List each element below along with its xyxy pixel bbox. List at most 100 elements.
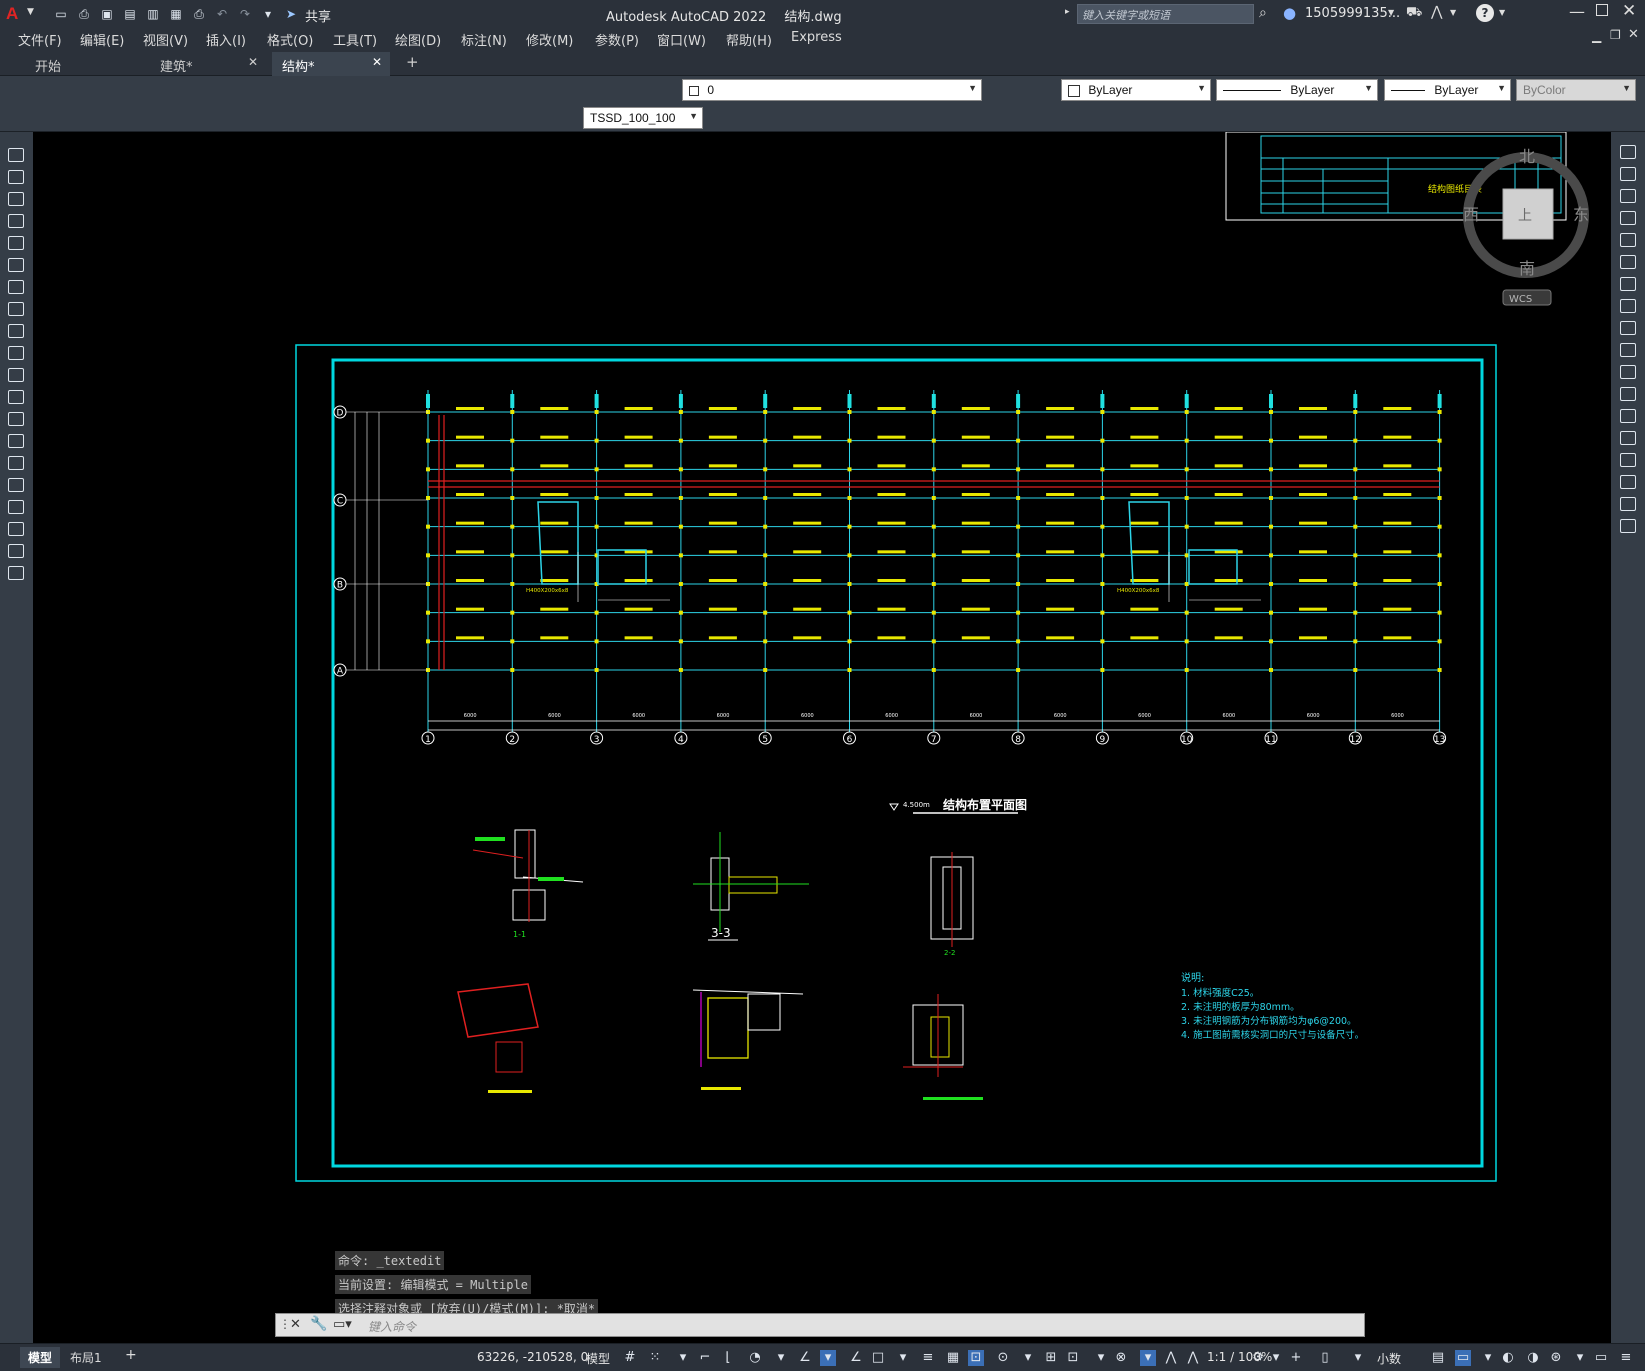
menu-window[interactable]: 窗口(W) [657, 34, 706, 49]
status-toggle-icon-7[interactable]: ▾ [777, 1350, 785, 1365]
left-draw-tool-icon-11[interactable] [8, 368, 24, 382]
coordinates-readout[interactable]: 63226, -210528, 0 [477, 1350, 589, 1364]
minimize-button[interactable]: — [1569, 2, 1585, 21]
status-toggle-icon-18[interactable]: ⊞ [1045, 1350, 1057, 1365]
layer-dropdown[interactable]: 0 ▼ [682, 79, 982, 101]
left-draw-tool-icon-17[interactable] [8, 500, 24, 514]
status-toggle-icon-20[interactable]: ▾ [1097, 1350, 1105, 1365]
status-toggle-icon-5[interactable]: ⌊ [725, 1350, 731, 1365]
status-toggle-icon-14[interactable]: ▦ [946, 1350, 960, 1365]
doc-close-button[interactable]: ✕ [1628, 27, 1639, 42]
status-toggle-icon-23[interactable]: ⋀ [1165, 1350, 1177, 1365]
save-web-icon[interactable]: ▦ [170, 7, 182, 21]
menu-edit[interactable]: 编辑(E) [80, 34, 125, 49]
autodesk-app-icon[interactable]: ⋀ [1431, 4, 1443, 20]
viewcube-north[interactable]: 北 [1519, 147, 1535, 166]
new-file-icon[interactable]: ▭ [55, 7, 67, 21]
menu-express[interactable]: Express [791, 30, 842, 45]
viewcube-east[interactable]: 东 [1573, 205, 1589, 224]
status-toggle-icon-13[interactable]: ≡ [922, 1350, 934, 1365]
status-toggle-icon-19[interactable]: ⊡ [1067, 1350, 1079, 1365]
status-toggle-icon-37[interactable]: ▭ [1594, 1350, 1608, 1365]
status-toggle-icon-1[interactable]: # [624, 1350, 636, 1365]
status-toggle-icon-28[interactable]: ▯ [1321, 1350, 1329, 1365]
left-draw-tool-icon-10[interactable] [8, 346, 24, 360]
right-modify-tool-icon-12[interactable] [1620, 387, 1636, 401]
undo-icon[interactable]: ↶ [216, 7, 228, 21]
menu-file[interactable]: 文件(F) [18, 34, 62, 49]
command-recent-icon[interactable]: ▭▾ [333, 1317, 352, 1332]
status-toggle-icon-27[interactable]: + [1290, 1350, 1302, 1365]
right-modify-tool-icon-14[interactable] [1620, 431, 1636, 445]
right-modify-tool-icon-8[interactable] [1620, 299, 1636, 313]
add-layout-plus-icon[interactable]: + [125, 1347, 137, 1363]
left-draw-tool-icon-12[interactable] [8, 390, 24, 404]
left-draw-tool-icon-16[interactable] [8, 478, 24, 492]
linetype-dropdown[interactable]: ByLayer ▼ [1216, 79, 1378, 101]
right-modify-tool-icon-2[interactable] [1620, 167, 1636, 181]
plotstyle-dropdown[interactable]: ByColor ▼ [1516, 79, 1636, 101]
right-modify-tool-icon-15[interactable] [1620, 453, 1636, 467]
share-label[interactable]: 共享 [305, 10, 332, 25]
status-toggle-icon-8[interactable]: ∠ [799, 1350, 811, 1365]
left-draw-tool-icon-7[interactable] [8, 280, 24, 294]
autodesk-chevron-icon[interactable]: ▼ [1450, 8, 1457, 17]
help-chevron-icon[interactable]: ▼ [1499, 8, 1506, 17]
left-draw-tool-icon-15[interactable] [8, 456, 24, 470]
color-dropdown[interactable]: ByLayer ▼ [1061, 79, 1211, 101]
command-line[interactable]: ⋮ ✕ 🔧 ▭▾ 键入命令 [275, 1313, 1365, 1337]
right-modify-tool-icon-18[interactable] [1620, 519, 1636, 533]
status-toggle-icon-34[interactable]: ◑ [1527, 1350, 1539, 1365]
status-toggle-icon-30[interactable]: ▤ [1431, 1350, 1445, 1365]
right-modify-tool-icon-11[interactable] [1620, 365, 1636, 379]
wcs-label[interactable]: WCS [1509, 294, 1532, 305]
menu-draw[interactable]: 绘图(D) [395, 34, 442, 49]
menu-view[interactable]: 视图(V) [143, 34, 189, 49]
status-toggle-icon-16[interactable]: ⊙ [997, 1350, 1009, 1365]
maximize-button[interactable] [1596, 4, 1608, 16]
status-toggle-icon-36[interactable]: ▾ [1576, 1350, 1584, 1365]
user-name[interactable]: 1505999135... [1305, 6, 1401, 21]
doc-restore-button[interactable]: ❐ [1610, 28, 1621, 42]
status-toggle-icon-22[interactable]: ▾ [1140, 1350, 1156, 1366]
command-input[interactable]: 键入命令 [368, 1320, 417, 1334]
menu-format[interactable]: 格式(O) [267, 34, 314, 49]
status-toggle-icon-9[interactable]: ▾ [820, 1350, 836, 1366]
lineweight-dropdown[interactable]: ByLayer ▼ [1384, 79, 1511, 101]
layout-tab-layout1[interactable]: 布局1 [70, 1349, 102, 1366]
status-toggle-icon-2[interactable]: ⁙ [649, 1350, 661, 1365]
left-draw-tool-icon-13[interactable] [8, 412, 24, 426]
share-icon[interactable]: ➤ [285, 7, 297, 21]
doc-minimize-button[interactable]: ▁ [1592, 29, 1602, 43]
left-draw-tool-icon-14[interactable] [8, 434, 24, 448]
user-icon[interactable]: ● [1283, 4, 1297, 22]
menu-modify[interactable]: 修改(M) [526, 34, 574, 49]
app-menu-chevron-icon[interactable]: ▼ [27, 7, 34, 17]
status-toggle-icon-3[interactable]: ▾ [679, 1350, 687, 1365]
right-modify-tool-icon-16[interactable] [1620, 475, 1636, 489]
status-toggle-icon-21[interactable]: ⊗ [1115, 1350, 1127, 1365]
redo-icon[interactable]: ↷ [239, 7, 251, 21]
command-grip-icon[interactable]: ⋮ [279, 1317, 291, 1331]
menu-parametric[interactable]: 参数(P) [595, 34, 639, 49]
right-modify-tool-icon-5[interactable] [1620, 233, 1636, 247]
left-draw-tool-icon-6[interactable] [8, 258, 24, 272]
status-toggle-icon-35[interactable]: ⊛ [1550, 1350, 1562, 1365]
search-input[interactable]: 键入关键字或短语 [1077, 4, 1254, 24]
status-toggle-icon-26[interactable]: ▾ [1272, 1350, 1280, 1365]
units-dropdown[interactable]: 小数 [1377, 1352, 1402, 1366]
status-toggle-icon-11[interactable]: □ [871, 1350, 885, 1365]
menu-tools[interactable]: 工具(T) [333, 34, 378, 49]
status-toggle-icon-29[interactable]: ▾ [1354, 1350, 1362, 1365]
left-draw-tool-icon-8[interactable] [8, 302, 24, 316]
search-expand-icon[interactable]: ▸ [1065, 7, 1070, 17]
model-space-toggle[interactable]: 模型 [586, 1352, 611, 1366]
menu-dimension[interactable]: 标注(N) [461, 34, 507, 49]
status-toggle-icon-15[interactable]: ⊡ [968, 1350, 984, 1366]
plot-icon[interactable]: ⎙ [194, 6, 204, 21]
viewcube-west[interactable]: 西 [1463, 205, 1479, 224]
viewcube-south[interactable]: 南 [1519, 259, 1535, 278]
layout-tab-model[interactable]: 模型 [20, 1347, 61, 1368]
right-modify-tool-icon-4[interactable] [1620, 211, 1636, 225]
status-toggle-icon-33[interactable]: ◐ [1502, 1350, 1514, 1365]
